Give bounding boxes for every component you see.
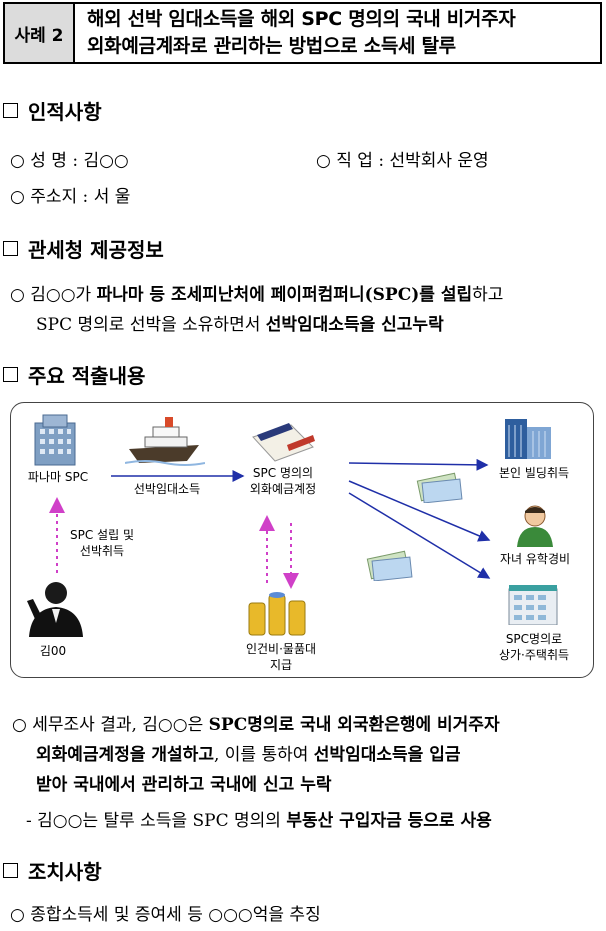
arrow-to-building: [348, 458, 489, 471]
finding-sub: - 김○○는 탈루 소득을 SPC 명의의 부동산 구입자금 등으로 사용: [26, 806, 492, 831]
panama-spc-label: 파나마 SPC: [27, 470, 89, 484]
text-run-bold: 선박임대소득을 신고누락: [265, 315, 444, 335]
section-heading-text: 주요 적출내용: [28, 364, 146, 388]
building-icon: [34, 414, 76, 466]
arrow-to-child: [348, 480, 491, 542]
section-heading-personal: 인적사항: [3, 96, 102, 125]
businessman-icon: [27, 582, 83, 637]
bankbook-icon: [252, 423, 315, 462]
checkbox-square-icon: [3, 103, 18, 118]
case-title: 해외 선박 임대소득을 해외 SPC 명의의 국내 비거주자 외화예금계좌로 관…: [75, 4, 600, 62]
section-heading-findings: 주요 적출내용: [3, 360, 145, 389]
personal-name: ○ 성 명 : 김○○: [10, 151, 129, 171]
text-run-bold: 부동산 구입자금 등으로 사용: [286, 811, 492, 831]
person-label: 김00: [39, 644, 67, 658]
coins-icon: [248, 592, 306, 636]
arrow-to-store: [348, 492, 491, 579]
banknote-icon: [366, 550, 413, 581]
wages-label-line1: 인건비·물품대: [245, 642, 317, 656]
text-run-bold: 파나마 등 조세피난처에 페이퍼컴퍼니(SPC)를 설립: [96, 285, 473, 305]
case-header: 사례 2 해외 선박 임대소득을 해외 SPC 명의의 국내 비거주자 외화예금…: [3, 2, 602, 64]
customs-line2: SPC 명의로 선박을 소유하면서 선박임대소득을 신고누락: [36, 310, 444, 335]
finding-line2: 외화예금계정을 개설하고, 이를 통하여 선박임대소득을 입금: [36, 740, 460, 765]
text-run: ○ 김○○가: [10, 285, 97, 305]
finding-line3: 받아 국내에서 관리하고 국내에 신고 누락: [36, 770, 331, 795]
text-run-bold: 받아 국내에서 관리하고 국내에 신고 누락: [36, 775, 332, 795]
text-run: , 이를 통하여: [213, 745, 314, 765]
diagram-connectors: [49, 458, 491, 589]
section-heading-text: 관세청 제공정보: [28, 238, 164, 262]
store-purchase-label: SPC명의로 상가·주택취득: [489, 631, 579, 663]
flow-diagram: 파나마 SPC 선박임대소득 SPC 명의의 외화예금계정 SPC 설립 및 선…: [10, 402, 594, 678]
finding-line1: ○ 세무조사 결과, 김○○은 SPC명의로 국내 외국환은행에 비거주자: [12, 710, 500, 735]
account-label: SPC 명의의 외화예금계정: [237, 465, 329, 497]
case-label: 사례 2: [5, 4, 75, 62]
wages-label: 인건비·물품대 지급: [235, 641, 327, 673]
text-run-bold: 외화예금계정을 개설하고: [36, 745, 214, 765]
case-title-line1: 해외 선박 임대소득을 해외 SPC 명의의 국내 비거주자: [87, 8, 516, 30]
store-purchase-line2: 상가·주택취득: [498, 648, 570, 662]
section-heading-text: 인적사항: [28, 100, 102, 124]
case-title-line2: 외화예금계좌로 관리하는 방법으로 소득세 탈루: [87, 35, 456, 57]
checkbox-square-icon: [3, 367, 18, 382]
office-tower-icon: [505, 419, 551, 459]
personal-address: ○ 주소지 : 서 울: [10, 187, 131, 207]
rental-income-label: 선박임대소득: [133, 482, 201, 496]
building-purchase-label: 본인 빌딩취득: [498, 466, 570, 480]
personal-job: ○ 직 업 : 선박회사 운영: [316, 151, 489, 171]
spc-setup-line1: SPC 설립 및: [70, 528, 134, 542]
customs-line1: ○ 김○○가 파나마 등 조세피난처에 페이퍼컴퍼니(SPC)를 설립하고: [10, 280, 503, 305]
text-run: 하고: [472, 285, 504, 305]
text-run-bold: 선박임대소득을 입금: [313, 745, 461, 765]
section-heading-customs: 관세청 제공정보: [3, 234, 164, 263]
text-run: - 김○○는 탈루 소득을 SPC 명의의: [26, 811, 287, 831]
ship-icon: [125, 417, 205, 466]
store-purchase-line1: SPC명의로: [505, 632, 563, 646]
account-label-line1: SPC 명의의: [252, 466, 314, 480]
account-label-line2: 외화예금계정: [249, 482, 317, 496]
text-run-bold: SPC명의로 국내 외국환은행에 비거주자: [208, 715, 500, 735]
section-heading-action: 조치사항: [3, 856, 102, 885]
child-study-label: 자녀 유학경비: [499, 552, 571, 566]
spc-setup-line2: 선박취득: [79, 544, 125, 558]
spc-setup-label: SPC 설립 및 선박취득: [57, 527, 147, 559]
text-run: ○ 세무조사 결과, 김○○은: [12, 715, 209, 735]
checkbox-square-icon: [3, 241, 18, 256]
text-run: SPC 명의로 선박을 소유하면서: [36, 315, 266, 335]
checkbox-square-icon: [3, 863, 18, 878]
banknote-icon: [416, 472, 463, 503]
action-line: ○ 종합소득세 및 증여세 등 ○○○억을 추징: [10, 905, 321, 925]
condo-icon: [508, 585, 558, 625]
student-icon: [517, 505, 553, 547]
wages-label-line2: 지급: [269, 658, 293, 672]
section-heading-text: 조치사항: [28, 860, 102, 884]
